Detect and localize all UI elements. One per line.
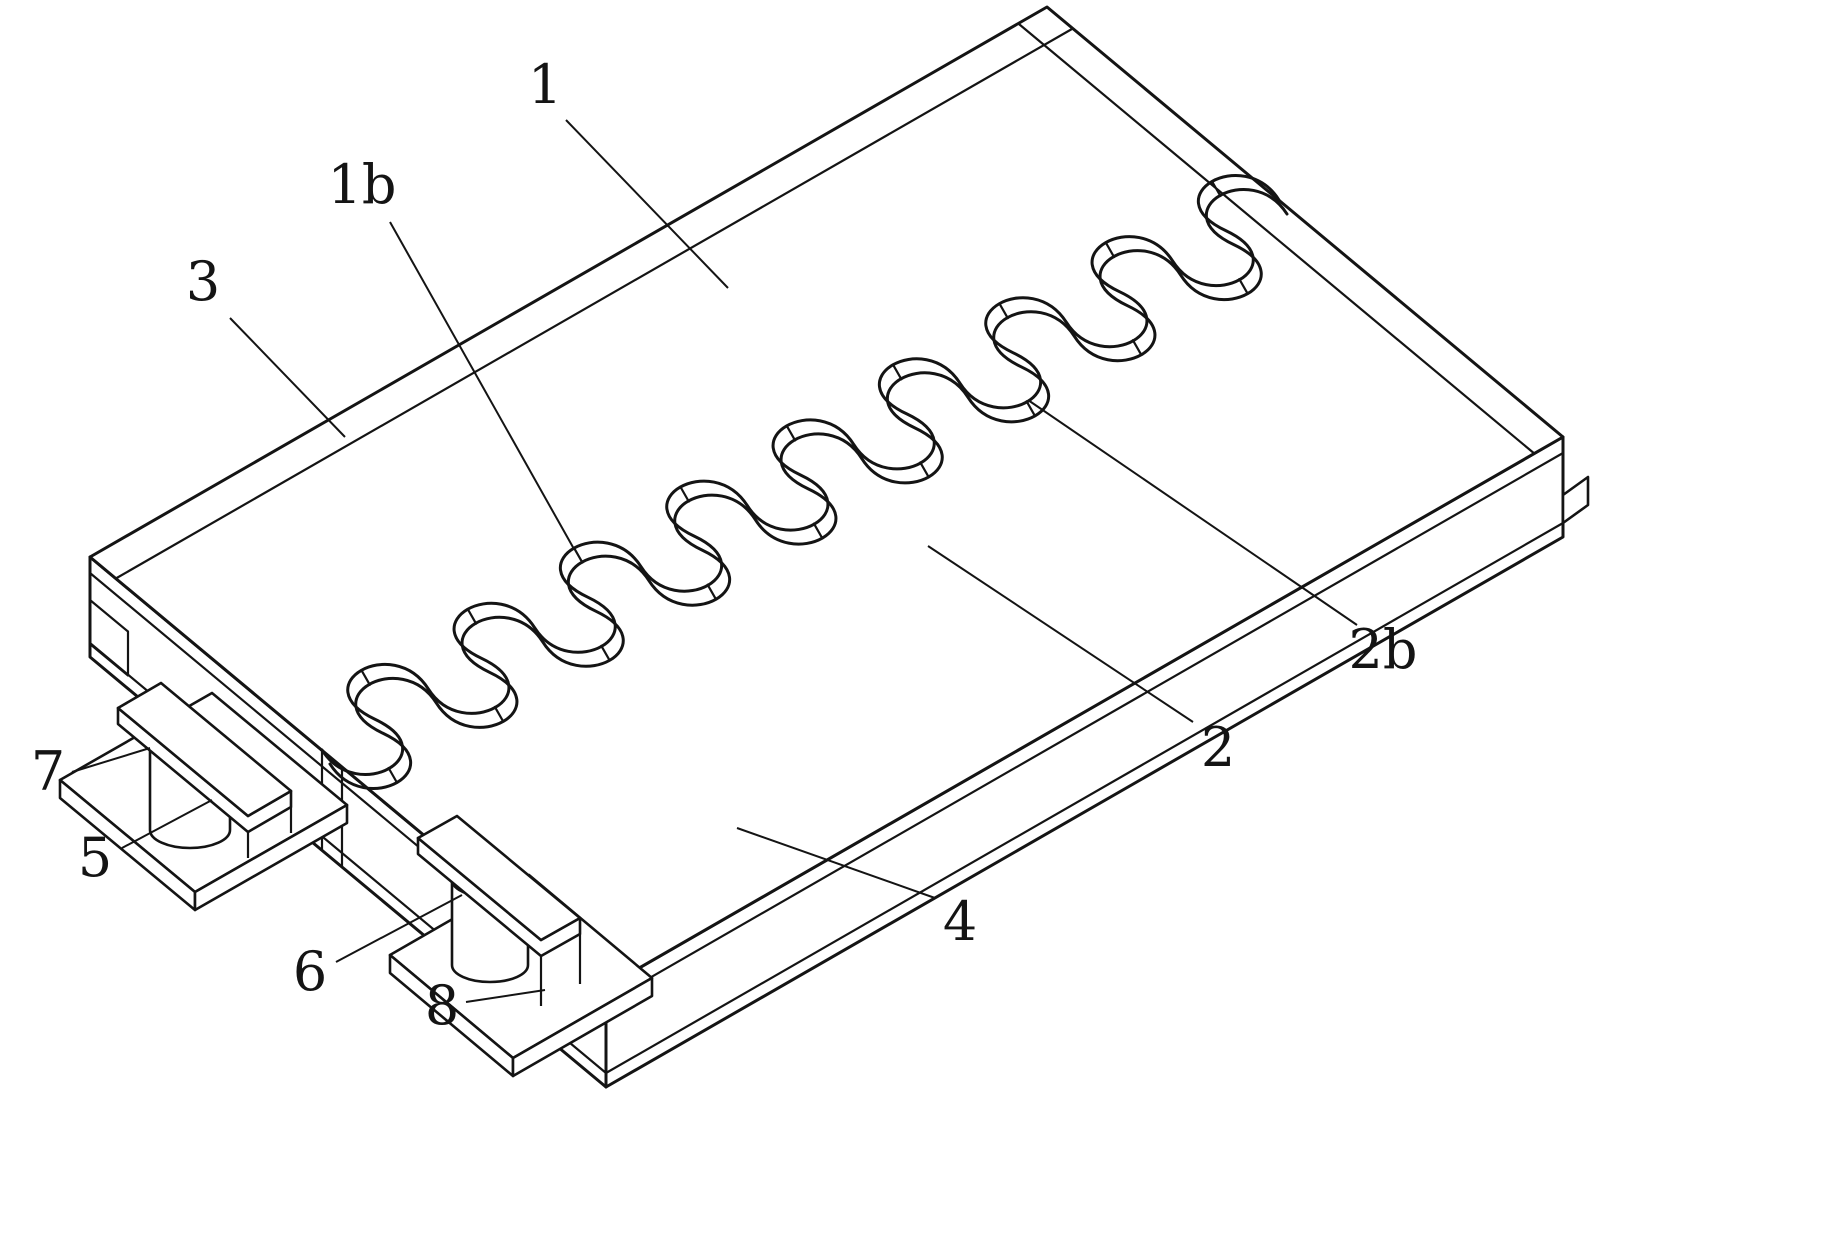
figure-label-4: 4 (943, 890, 977, 953)
leader-line-2b (1027, 399, 1358, 626)
top-edge-bevel-line-far (1017, 22, 1536, 455)
leader-line-3 (229, 317, 346, 438)
left-edge-channel-groove (88, 598, 130, 677)
leader-lines (71, 119, 1358, 1003)
figure-label-2b: 2b (1349, 618, 1418, 681)
left-base-plate-side-right (193, 803, 349, 912)
leader-line-5 (121, 799, 213, 849)
right-corner-flange (1561, 475, 1590, 525)
leader-line-1b (389, 221, 575, 550)
leader-line-8 (465, 989, 546, 1003)
front-face-lip-line (605, 452, 1564, 1004)
figure-label-5: 5 (78, 826, 112, 889)
leader-line-6 (335, 894, 463, 963)
leader-line-7 (71, 747, 151, 773)
figure-label-6: 6 (293, 940, 327, 1003)
front-bracket-top-plate (416, 814, 582, 942)
figure-label-7: 7 (31, 740, 65, 803)
figure-label-1: 1 (528, 53, 562, 116)
figure-label-2: 2 (1201, 716, 1235, 779)
front-base-plate-side-right (511, 976, 654, 1078)
leader-line-2 (927, 545, 1194, 723)
figure-label-8: 8 (425, 974, 459, 1037)
main-slab (88, 5, 1590, 1089)
figure-label-1b: 1b (328, 153, 397, 216)
left-bracket-top-plate (116, 681, 293, 818)
leader-line-4 (736, 827, 936, 899)
comb-joint-seam (320, 174, 1289, 790)
front-anchor-assembly (388, 814, 654, 1078)
figure-labels: 1 1b 3 2b 2 4 7 5 6 8 (31, 53, 1418, 1037)
tooth-side-wall-ticks-near (387, 278, 1249, 784)
figure-label-3: 3 (186, 250, 220, 313)
top-edge-bevel-line-left (115, 27, 1074, 580)
front-face-base-line (605, 522, 1564, 1074)
leader-line-1 (565, 119, 729, 289)
tooth-side-wall-ticks-far (360, 180, 1222, 686)
